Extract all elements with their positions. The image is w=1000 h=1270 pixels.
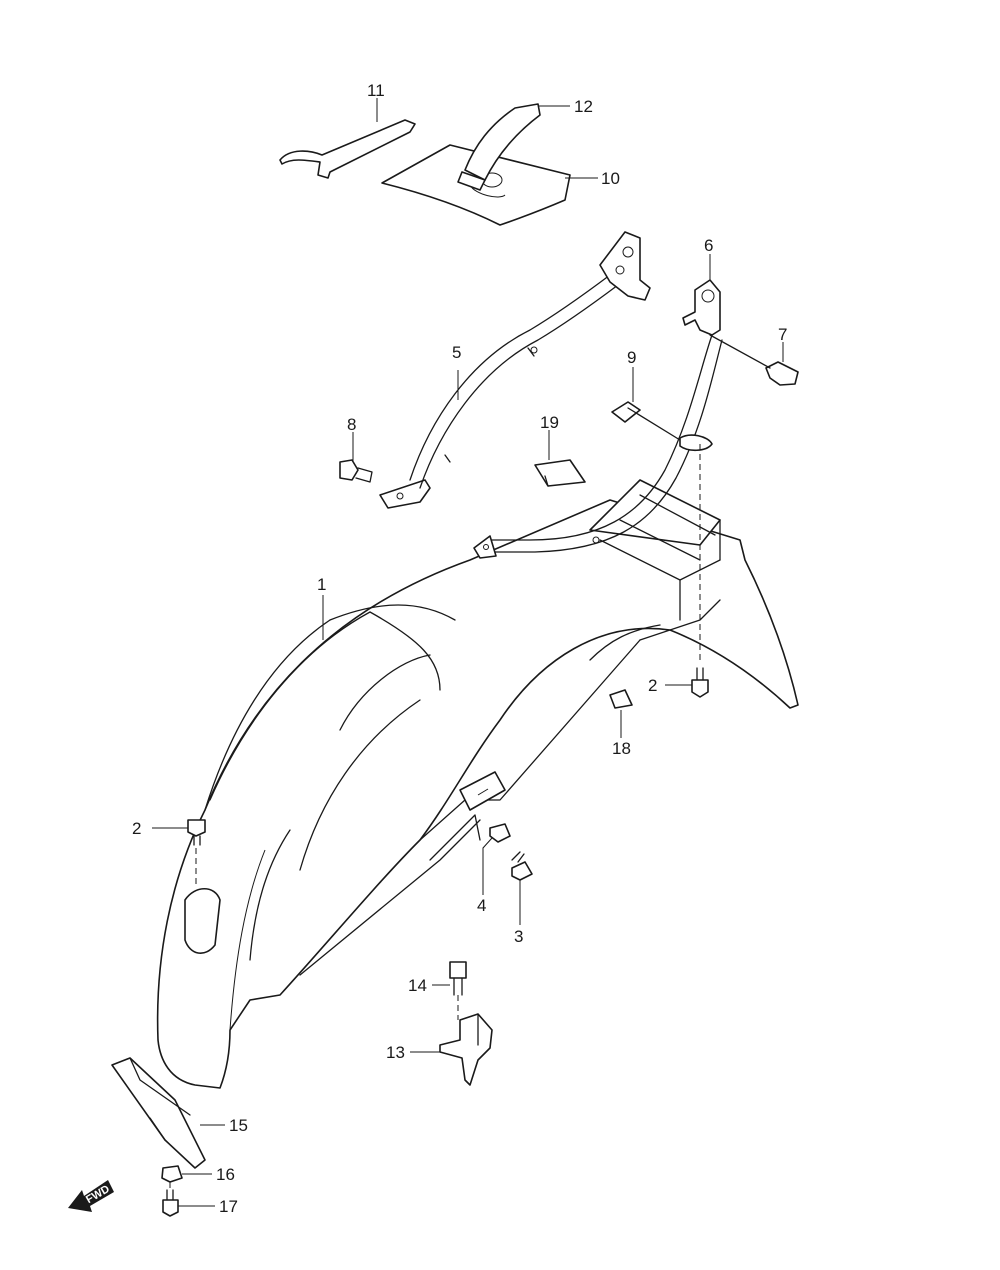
callout-19: 19 (540, 413, 559, 432)
bolt-part-2-front (187, 819, 206, 846)
rear-fender-part-1 (156, 479, 799, 1089)
callout-7: 7 (778, 325, 787, 344)
callout-6: 6 (704, 236, 713, 255)
forward-arrow-icon: FWD (68, 1180, 114, 1212)
pad-part-19 (534, 459, 586, 487)
callout-3: 3 (514, 927, 523, 946)
bolt-part-2-rear (691, 667, 709, 698)
tool-part-11 (279, 119, 416, 179)
bracket-part-9 (611, 401, 713, 452)
clamp-part-13 (439, 1013, 493, 1086)
callout-1: 1 (317, 575, 326, 594)
leader-lines (152, 98, 784, 1207)
assembly-lines (169, 440, 701, 1190)
callout-17: 17 (219, 1197, 238, 1216)
bolt-part-3 (511, 851, 533, 881)
callout-14: 14 (408, 976, 427, 995)
callout-15: 15 (229, 1116, 248, 1135)
callout-2-rear: 2 (648, 676, 657, 695)
callout-10: 10 (601, 169, 620, 188)
callout-4: 4 (477, 896, 486, 915)
right-grab-bar-part-6 (473, 279, 723, 559)
nut-part-4 (489, 823, 511, 843)
bolt-part-7 (709, 334, 799, 386)
reflector-bracket-part-15 (111, 1057, 206, 1169)
callout-13: 13 (386, 1043, 405, 1062)
nut-part-16 (161, 1165, 183, 1183)
callout-18: 18 (612, 739, 631, 758)
callout-9: 9 (627, 348, 636, 367)
bolt-part-17 (162, 1189, 179, 1217)
callout-labels: 1 2 2 3 4 5 6 7 8 9 10 11 12 13 14 15 16… (132, 81, 787, 1216)
tag-part-18 (609, 689, 633, 709)
callout-5: 5 (452, 343, 461, 362)
callout-16: 16 (216, 1165, 235, 1184)
callout-11: 11 (367, 81, 385, 100)
left-grab-bar-part-5 (379, 231, 651, 509)
bolt-part-14 (449, 961, 467, 996)
callout-8: 8 (347, 415, 356, 434)
callout-2-front: 2 (132, 819, 141, 838)
callout-12: 12 (574, 97, 593, 116)
direction-label: FWD (84, 1183, 112, 1206)
strap-part-12 (457, 103, 541, 191)
bolt-part-8 (339, 459, 373, 483)
